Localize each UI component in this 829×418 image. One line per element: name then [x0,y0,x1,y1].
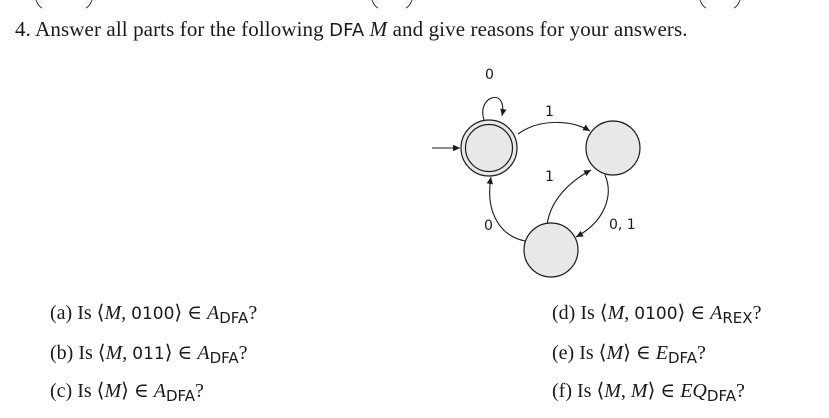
part-d: (d) Is ⟨M, 0100⟩ ∈ AREX? [552,300,762,327]
top-cropped-marks [35,0,741,9]
part-e: (e) Is ⟨M⟩ ∈ EDFA? [552,340,706,367]
part-f-is: Is [576,380,592,402]
part-d-comma: , [624,302,630,324]
part-e-sub: DFA [667,349,698,367]
part-f-comma: , [620,380,626,402]
part-b-in: ∈ [177,342,193,364]
part-b-set: A [197,342,210,364]
question-heading: 4. Answer all parts for the following DF… [15,17,688,42]
part-a-sub: DFA [219,309,249,327]
part-d-is: Is [580,302,595,324]
part-c-label: (c) [50,380,73,402]
part-e-set: E [655,342,668,364]
part-b-input: 011 [132,344,165,364]
part-e-close: ⟩ [623,342,631,364]
part-a-machine: M [104,302,122,324]
part-b-q: ? [238,342,248,364]
part-a-input: 0100 [131,304,175,324]
part-c-in: ∈ [133,380,149,402]
part-f: (f) Is ⟨M, M⟩ ∈ EQDFA? [552,378,745,405]
part-f-in: ∈ [660,380,676,402]
question-machine-symbol: M [369,17,388,41]
edge-loop-q0 [482,96,507,121]
part-f-close: ⟩ [647,380,656,402]
part-b-close: ⟩ [164,342,173,364]
part-c-is: Is [77,380,92,402]
part-f-set: EQ [680,380,707,402]
part-a-set: A [207,302,220,324]
part-c-open: ⟨ [96,380,105,402]
part-b-sub: DFA [209,349,239,367]
edge-label-q0-q1: 1 [545,104,554,120]
edge-label-q1-q2: 0, 1 [609,217,636,233]
part-c-sub: DFA [165,387,196,405]
part-e-machine: M [606,342,624,364]
part-b-label: (b) [50,342,74,364]
part-e-q: ? [697,342,706,364]
part-a-q: ? [248,302,258,324]
part-a-open: ⟨ [96,302,105,324]
state-q2 [523,222,579,278]
part-d-machine: M [607,302,625,324]
question-dfa-word: DFA [329,20,365,41]
question-text-before: Answer all parts for the following [35,17,324,41]
part-f-machine: M [604,380,621,402]
edge-label-loop: 0 [485,67,494,83]
part-a-is: Is [77,302,92,324]
part-e-open: ⟨ [598,342,607,364]
question-text-after: and give reasons for your answers. [392,17,688,41]
part-e-in: ∈ [635,342,651,364]
part-c-close: ⟩ [121,380,129,402]
part-d-close: ⟩ [677,302,686,324]
part-b-machine: M [105,342,123,364]
part-a-in: ∈ [187,302,203,324]
part-d-sub: REX [722,309,753,327]
part-c-machine: M [104,380,122,402]
part-d-in: ∈ [690,302,706,324]
edge-label-q2-q0: 0 [484,218,493,234]
part-b-open: ⟨ [97,342,106,364]
state-q1 [585,120,641,176]
part-a-comma: , [121,302,127,324]
part-d-set: A [710,302,723,324]
part-f-sub: DFA [706,387,736,405]
part-e-label: (e) [552,342,575,364]
edge-q0-q1 [517,121,591,135]
edge-label-q2-q1: 1 [545,169,554,185]
part-a: (a) Is ⟨M, 0100⟩ ∈ ADFA? [50,300,258,327]
part-f-machine-2: M [630,380,648,402]
part-b-is: Is [78,342,93,364]
part-f-q: ? [735,380,745,402]
edge-q1-q2 [575,174,609,238]
part-d-open: ⟨ [599,302,608,324]
part-c-set: A [153,380,166,402]
part-a-close: ⟩ [174,302,183,324]
part-b: (b) Is ⟨M, 011⟩ ∈ ADFA? [50,340,248,367]
state-q0-accepting [460,119,518,177]
part-d-input: 0100 [634,304,678,324]
part-f-open: ⟨ [596,380,605,402]
part-c: (c) Is ⟨M⟩ ∈ ADFA? [50,378,204,405]
part-c-q: ? [195,380,204,402]
part-e-is: Is [579,342,594,364]
part-a-label: (a) [50,302,73,324]
part-b-comma: , [122,342,128,364]
part-d-q: ? [752,302,762,324]
part-d-label: (d) [552,302,576,324]
question-number: 4. [15,17,31,41]
part-f-label: (f) [552,380,572,402]
edge-q2-q1 [546,169,592,226]
edge-q2-q0 [486,176,526,242]
